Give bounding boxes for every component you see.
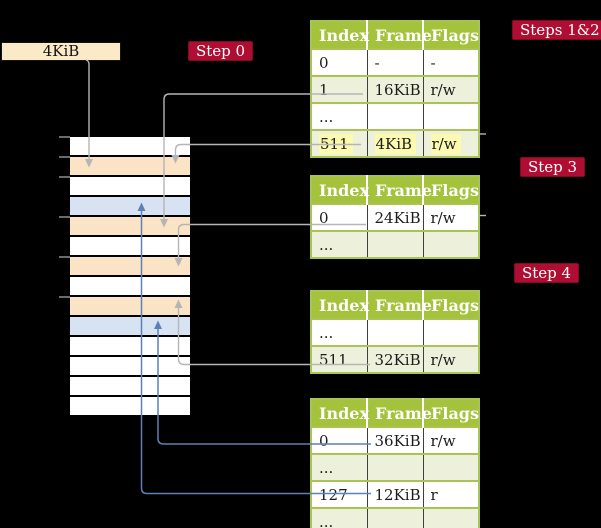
table-cell: r/w xyxy=(422,427,479,454)
table-cell xyxy=(366,103,423,130)
table-cell xyxy=(422,319,479,346)
table-cell: 36KiB xyxy=(366,427,423,454)
table-row: 0-- xyxy=(311,49,479,76)
table-cell xyxy=(366,508,423,528)
memory-address-ticks xyxy=(59,136,70,298)
table-cell: ... xyxy=(311,231,367,258)
table-cell: 4KiB xyxy=(366,130,423,157)
table-row: ... xyxy=(311,508,479,528)
table-cell: - xyxy=(366,49,423,76)
badge-step-4: Step 4 xyxy=(514,263,580,283)
table-cell: 24KiB xyxy=(366,204,423,231)
badge-step-3: Step 3 xyxy=(520,157,586,177)
table-cell: 16KiB xyxy=(366,76,423,103)
memory-row-empty xyxy=(70,237,190,257)
table-cell xyxy=(366,454,423,481)
column-header: Index xyxy=(311,291,369,319)
column-header: Flags xyxy=(422,21,479,49)
table-cell xyxy=(366,319,423,346)
memory-column xyxy=(70,137,190,417)
table-row: ... xyxy=(311,454,479,481)
table-cell: - xyxy=(422,49,479,76)
table-row: ... xyxy=(311,231,479,258)
memory-row-table xyxy=(70,157,190,177)
table-cell: ... xyxy=(311,319,367,346)
table-cell xyxy=(366,231,423,258)
badge-step-0: Step 0 xyxy=(188,41,254,61)
memory-row-empty xyxy=(70,137,190,157)
column-header: Flags xyxy=(422,176,479,204)
table-cell: 511 xyxy=(311,130,367,157)
table-cell: r/w xyxy=(422,346,479,373)
table-cell: r xyxy=(422,481,479,508)
table-cell: 511 xyxy=(311,346,367,373)
badge-steps-1-2: Steps 1&2 xyxy=(512,20,601,40)
column-header: Flags xyxy=(422,291,479,319)
table-cell: ... xyxy=(311,103,367,130)
table-cell xyxy=(422,508,479,528)
memory-row-empty xyxy=(70,397,190,417)
memory-row-empty xyxy=(70,357,190,377)
table-row: ... xyxy=(311,103,479,130)
memory-row-empty xyxy=(70,277,190,297)
table-cell xyxy=(422,454,479,481)
root-table-address-label: 4KiB xyxy=(42,42,80,60)
memory-row-table xyxy=(70,217,190,237)
memory-row-mapped xyxy=(70,197,190,217)
column-header: Frame xyxy=(366,399,432,427)
table-cell: ... xyxy=(311,508,367,528)
memory-row-mapped xyxy=(70,317,190,337)
column-header: Frame xyxy=(366,21,432,49)
table-cell xyxy=(422,231,479,258)
table-cell: ... xyxy=(311,454,367,481)
column-header: Flags xyxy=(422,399,479,427)
table-cell xyxy=(422,103,479,130)
table-cell: 0 xyxy=(311,49,367,76)
root-table-address-box: 4KiB xyxy=(1,42,121,61)
column-header: Index xyxy=(311,21,369,49)
table-cell: 1 xyxy=(311,76,367,103)
table-cell: r/w xyxy=(422,76,479,103)
table-cell: r/w xyxy=(422,130,479,157)
column-header: Index xyxy=(311,399,369,427)
column-header: Frame xyxy=(366,291,432,319)
memory-row-table xyxy=(70,257,190,277)
table-cell: 0 xyxy=(311,204,367,231)
table-cell: r/w xyxy=(422,204,479,231)
table-cell: 0 xyxy=(311,427,367,454)
column-header: Frame xyxy=(366,176,432,204)
memory-row-empty xyxy=(70,377,190,397)
column-header: Index xyxy=(311,176,369,204)
table-cell: 12KiB xyxy=(366,481,423,508)
memory-row-empty xyxy=(70,337,190,357)
memory-row-empty xyxy=(70,177,190,197)
table-row: ... xyxy=(311,319,479,346)
table-cell: 127 xyxy=(311,481,367,508)
table-cell: 32KiB xyxy=(366,346,423,373)
memory-row-table xyxy=(70,297,190,317)
